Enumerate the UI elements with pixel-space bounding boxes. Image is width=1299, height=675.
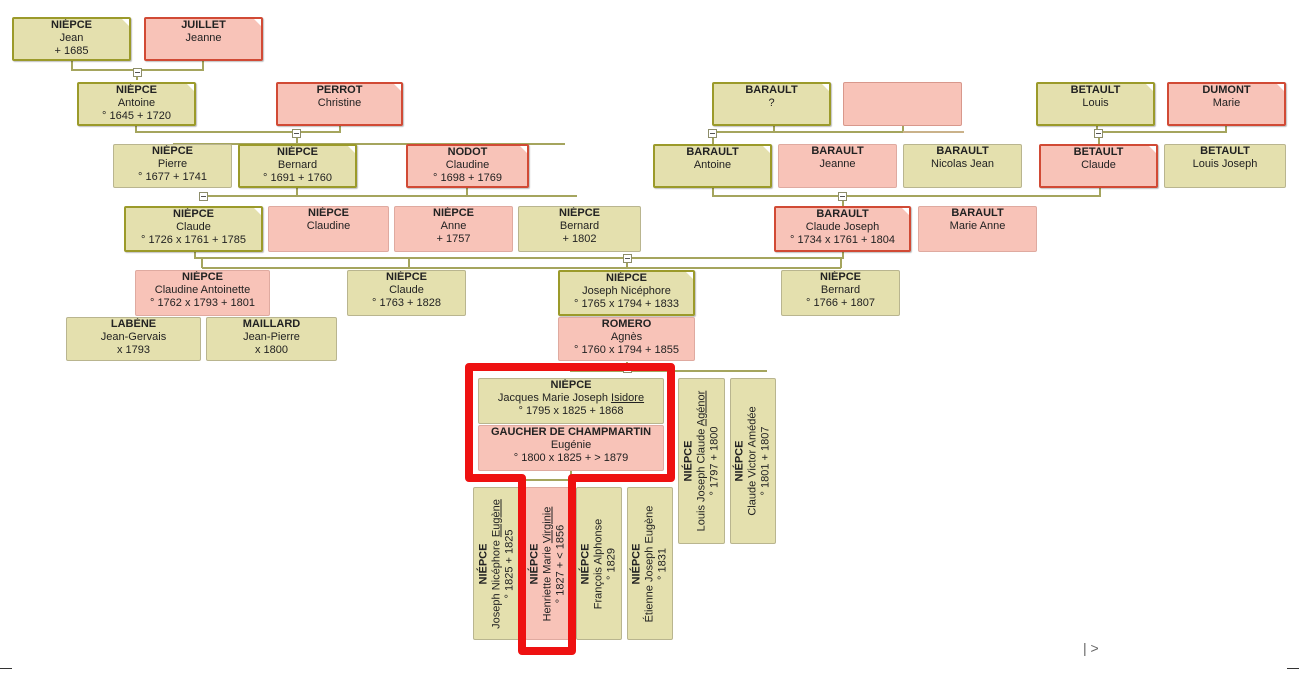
person-juillet-jeanne[interactable]: JUILLET Jeanne [144,17,263,61]
person-dumont-marie[interactable]: DUMONT Marie [1167,82,1286,126]
collapse-toggle[interactable] [623,364,632,373]
person-niepce-claude-1763[interactable]: NIÉPCE Claude ° 1763 + 1828 [347,270,466,316]
person-barault-nicolas-jean[interactable]: BARAULT Nicolas Jean [903,144,1022,188]
person-romero-agnes[interactable]: ROMERO Agnès ° 1760 x 1794 + 1855 [558,317,695,361]
person-barault-jeanne[interactable]: BARAULT Jeanne [778,144,897,188]
person-niepce-claude-victor[interactable]: NIÉPCE Claude Victor Amédée ° 1801 + 180… [730,378,776,544]
collapse-toggle[interactable] [838,192,847,201]
person-niepce-claudine[interactable]: NIÉPCE Claudine [268,206,389,252]
person-maillard-jean-pierre[interactable]: MAILLARD Jean-Pierre x 1800 [206,317,337,361]
person-niepce-bernard-1691[interactable]: NIÉPCE Bernard ° 1691 + 1760 [238,144,357,188]
person-nodot-claudine[interactable]: NODOT Claudine ° 1698 + 1769 [406,144,529,188]
collapse-toggle[interactable] [1094,129,1103,138]
person-betault-louis[interactable]: BETAULT Louis [1036,82,1155,126]
person-niepce-louis-agenor[interactable]: NIÉPCE Louis Joseph Claude Agénor ° 1797… [678,378,725,544]
person-niepce-joseph-nicephore[interactable]: NIÉPCE Joseph Nicéphore ° 1765 x 1794 + … [558,270,695,316]
person-niepce-eugene[interactable]: NIÉPCE Joseph Nicéphore Eugène ° 1825 + … [473,487,520,640]
person-niepce-claude-1726[interactable]: NIÉPCE Claude ° 1726 x 1761 + 1785 [124,206,263,252]
person-labene-jean-gervais[interactable]: LABÈNE Jean-Gervais x 1793 [66,317,201,361]
person-barault-unknown[interactable]: BARAULT ? [712,82,831,126]
person-niepce-antoine[interactable]: NIÉPCE Antoine ° 1645 + 1720 [77,82,196,126]
person-gaucher-eugenie[interactable]: GAUCHER DE CHAMPMARTIN Eugénie ° 1800 x … [478,425,664,471]
person-niepce-claudine-antoinette[interactable]: NIÉPCE Claudine Antoinette ° 1762 x 1793… [135,270,270,316]
bottom-border [0,666,1299,675]
person-betault-claude[interactable]: BETAULT Claude [1039,144,1158,188]
person-niepce-anne[interactable]: NIÉPCE Anne + 1757 [394,206,513,252]
person-niepce-etienne[interactable]: NIÉPCE Étienne Joseph Eugène ° 1831 [627,487,673,640]
person-niepce-bernard-1766[interactable]: NIÉPCE Bernard ° 1766 + 1807 [781,270,900,316]
person-niepce-pierre[interactable]: NIÉPCE Pierre ° 1677 + 1741 [113,144,232,188]
person-betault-louis-joseph[interactable]: BETAULT Louis Joseph [1164,144,1286,188]
collapse-toggle[interactable] [708,129,717,138]
collapse-toggle[interactable] [133,68,142,77]
person-barault-marie-anne[interactable]: BARAULT Marie Anne [918,206,1037,252]
person-unknown-spouse[interactable] [843,82,962,126]
person-niepce-isidore[interactable]: NIÉPCE Jacques Marie Joseph Isidore ° 17… [478,378,664,424]
collapse-toggle[interactable] [292,129,301,138]
person-niepce-bernard-1802[interactable]: NIÉPCE Bernard + 1802 [518,206,641,252]
person-perrot-christine[interactable]: PERROT Christine [276,82,403,126]
collapse-toggle[interactable] [623,254,632,263]
person-barault-antoine[interactable]: BARAULT Antoine [653,144,772,188]
person-niepce-virginie[interactable]: NIÉPCE Henriette Marie Virginie ° 1827 +… [525,487,571,640]
person-niepce-jean[interactable]: NIÉPCE Jean + 1685 [12,17,131,61]
collapse-toggle[interactable] [199,192,208,201]
next-page-button[interactable]: | > [1083,640,1099,656]
person-barault-claude-joseph[interactable]: BARAULT Claude Joseph ° 1734 x 1761 + 18… [774,206,911,252]
person-niepce-alphonse[interactable]: NIÉPCE François Alphonse ° 1829 [576,487,622,640]
